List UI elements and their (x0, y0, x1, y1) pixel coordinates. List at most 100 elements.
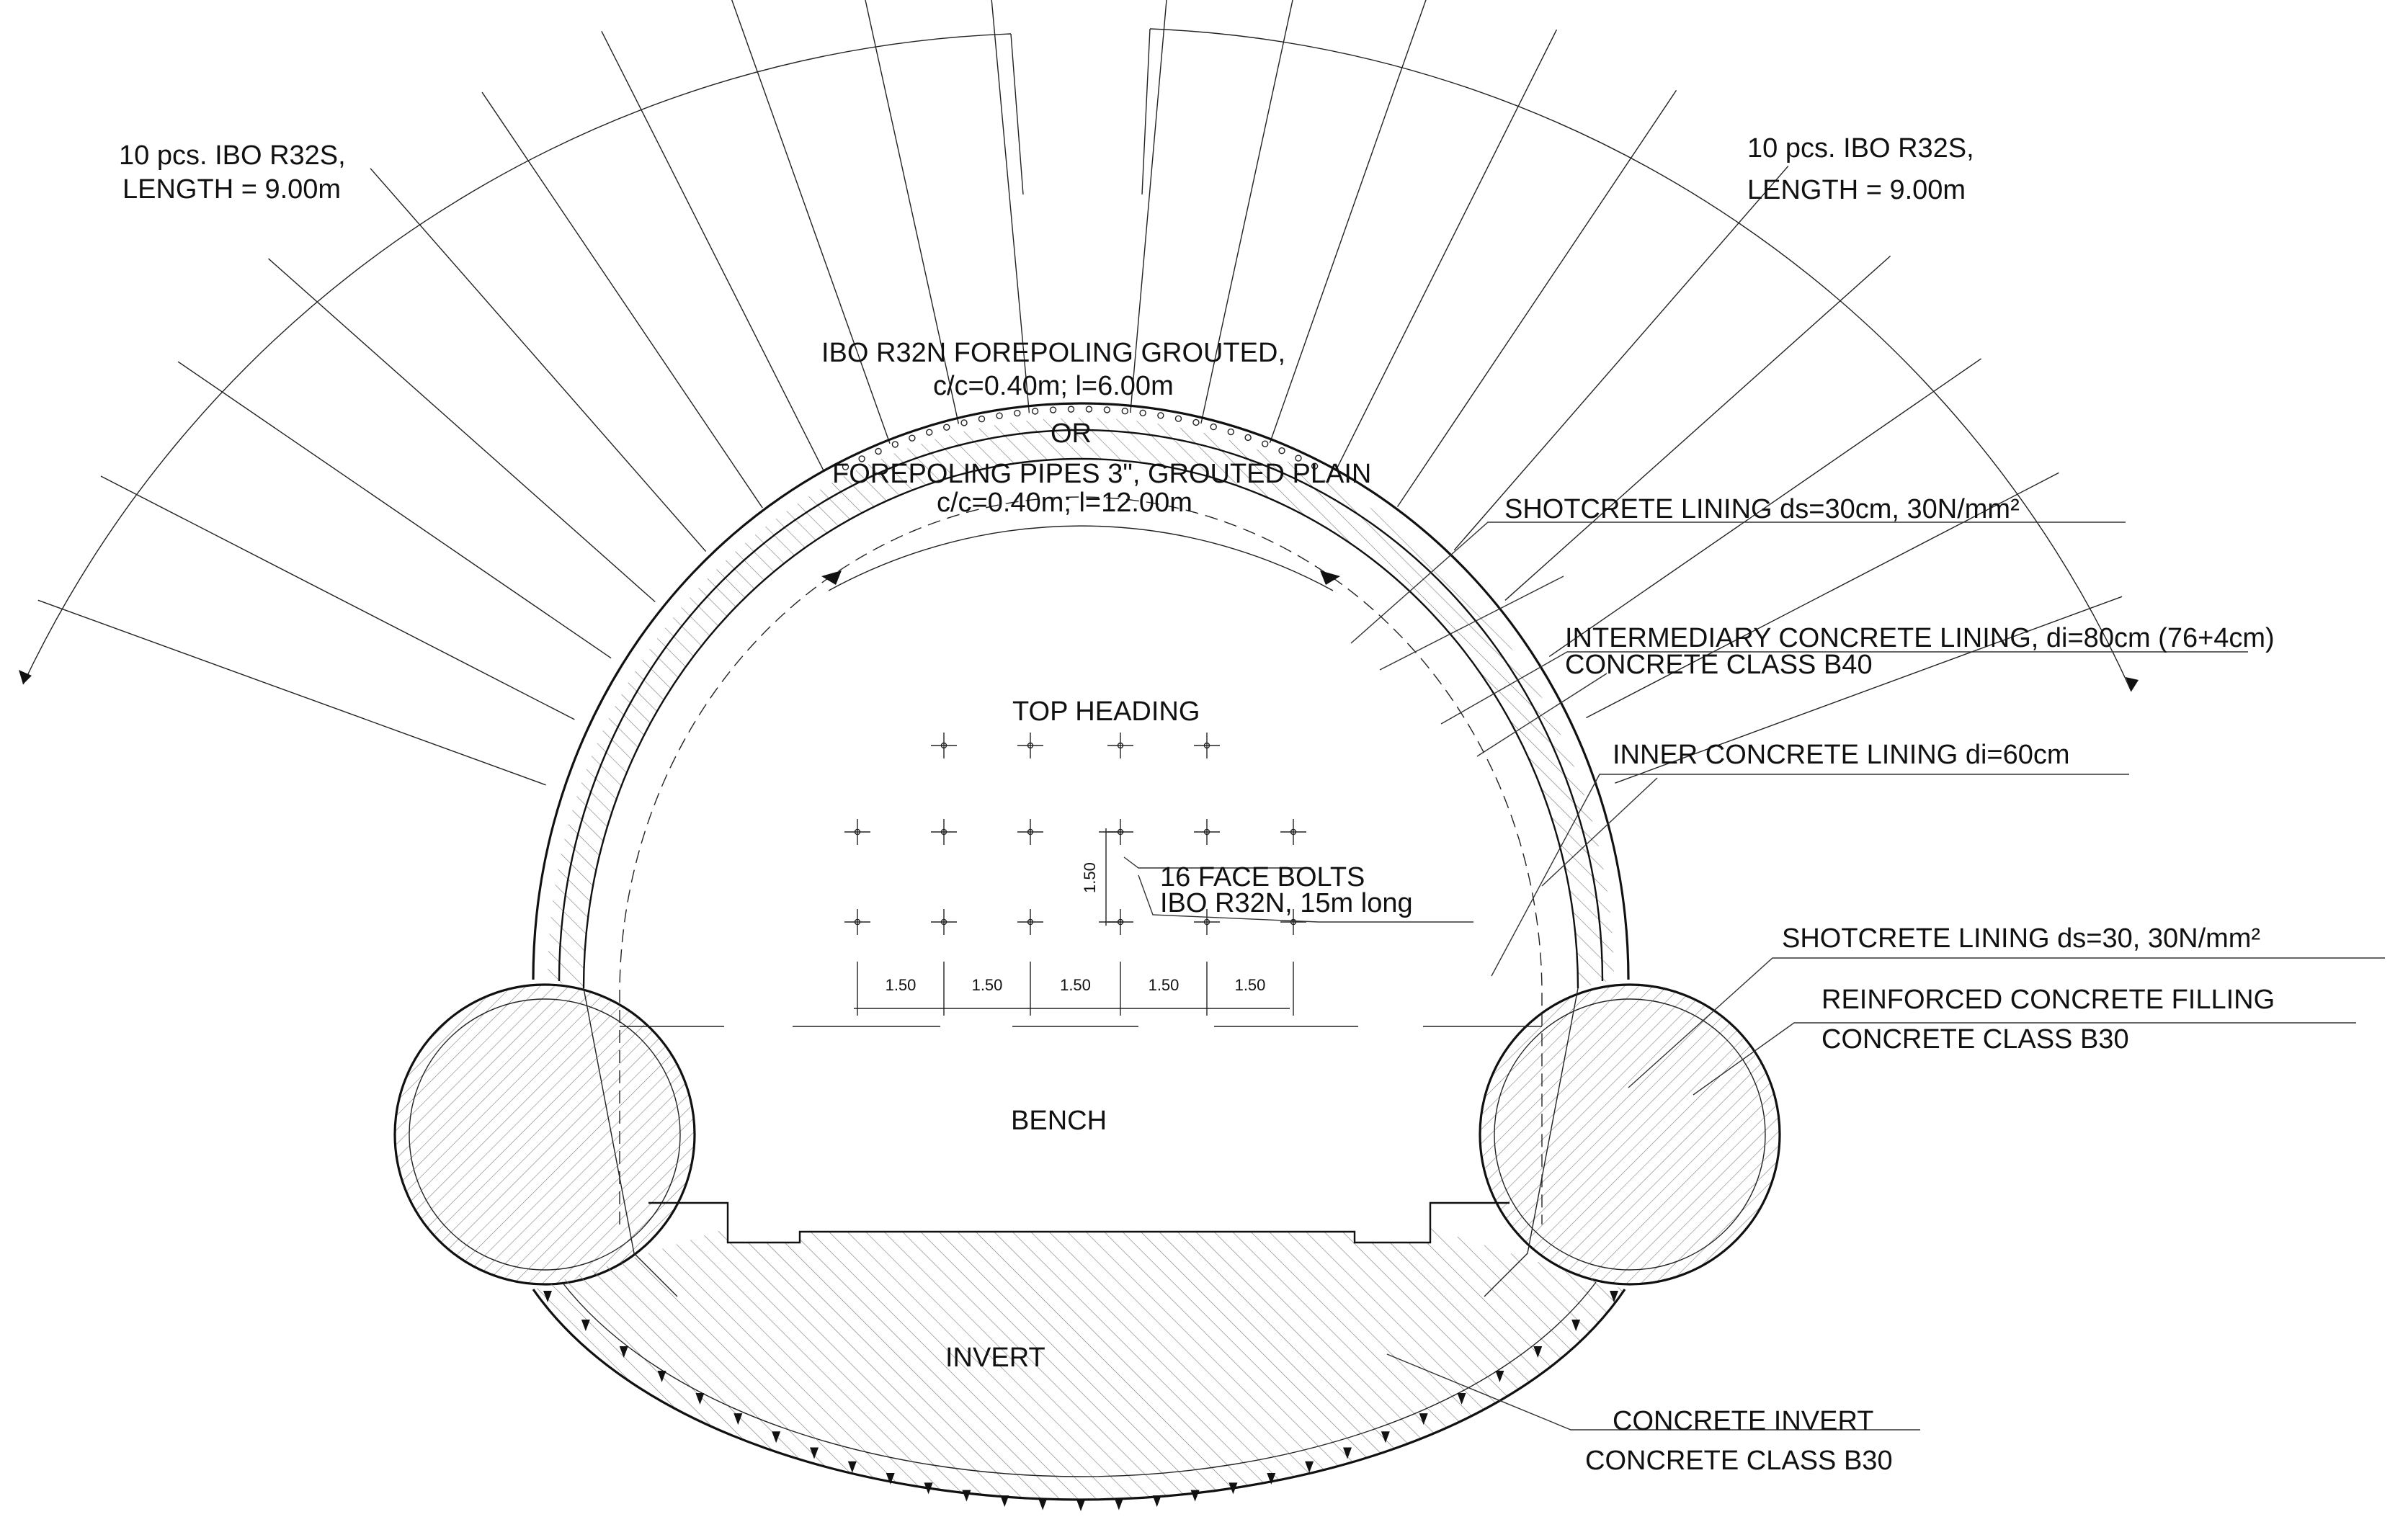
forepole (1121, 407, 1128, 415)
face-bolt (1194, 819, 1220, 845)
face-bolt (1194, 909, 1220, 935)
forepole (996, 412, 1003, 419)
forepole (842, 463, 850, 470)
anchor-envelope-left (22, 33, 1012, 685)
svg-text:OR: OR (1051, 418, 1092, 449)
svg-text:CONCRETE CLASS B30: CONCRETE CLASS B30 (1585, 1446, 1893, 1476)
arrowhead-left-bottom (19, 670, 32, 684)
svg-text:FOREPOLING PIPES 3", GROUTED P: FOREPOLING PIPES 3", GROUTED PLAIN (832, 459, 1371, 489)
svg-text:c/c=0.40m; l=12.00m: c/c=0.40m; l=12.00m (937, 488, 1192, 518)
invert-inner-line (561, 1281, 1597, 1477)
side-drift-left-fill (395, 985, 695, 1284)
inner-lining-dashed (619, 496, 1543, 1225)
forepole (1139, 409, 1146, 417)
invert-tooth (847, 1461, 857, 1473)
forepole (1227, 428, 1234, 436)
invert-tooth (1305, 1461, 1314, 1473)
face-bolt (844, 909, 870, 935)
invert-tooth (581, 1319, 590, 1331)
label-filling: REINFORCED CONCRETE FILLING CONCRETE CLA… (1821, 985, 2275, 1055)
excavation-line-left (583, 988, 678, 1297)
invert-tooth (1571, 1319, 1581, 1331)
invert-tick-marks (543, 1291, 1618, 1511)
forepole (1278, 447, 1285, 455)
forepoling-marks (842, 406, 1319, 470)
invert-tooth (924, 1482, 933, 1495)
svg-text:10 pcs. IBO R32S,: 10 pcs. IBO R32S, (119, 140, 346, 171)
svg-text:LENGTH = 9.00m: LENGTH = 9.00m (122, 174, 341, 205)
anchor-extent-line-left (1010, 33, 1024, 195)
face-bolt (1017, 909, 1043, 935)
svg-text:INTERMEDIARY CONCRETE LINING,: INTERMEDIARY CONCRETE LINING, di=80cm (7… (1565, 623, 2275, 653)
invert-tooth (695, 1393, 705, 1405)
invert-tooth (886, 1473, 895, 1485)
rock-anchor (37, 599, 546, 786)
forepole (926, 429, 933, 436)
invert-tooth (1610, 1291, 1618, 1302)
face-bolt (1107, 733, 1133, 758)
forepole (1157, 412, 1164, 419)
svg-text:IBO R32N FOREPOLING GROUTED,: IBO R32N FOREPOLING GROUTED, (821, 338, 1285, 368)
forepole (1244, 434, 1252, 442)
forepole (1049, 406, 1057, 413)
face-bolt (931, 819, 957, 845)
intermediary-lining-inner (582, 457, 1579, 989)
face-bolt (1280, 909, 1306, 935)
invert-tooth (962, 1490, 971, 1502)
face-bolt-dimension-chain (854, 962, 1294, 1016)
label-invert: INVERT (945, 1343, 1045, 1373)
rock-anchor (1548, 358, 1982, 657)
label-face-bolts: 16 FACE BOLTS IBO R32N, 15m long (1160, 862, 1413, 918)
label-forepoling: IBO R32N FOREPOLING GROUTED, c/c=0.40m; … (821, 338, 1371, 518)
svg-text:CONCRETE CLASS B30: CONCRETE CLASS B30 (1821, 1024, 2129, 1055)
forepole (943, 424, 950, 431)
face-bolt (931, 909, 957, 935)
invert-tooth (1381, 1431, 1390, 1443)
rock-anchor (601, 30, 825, 473)
rock-anchor (1130, 0, 1167, 413)
label-concrete-invert: CONCRETE INVERT CONCRETE CLASS B30 (1585, 1406, 1893, 1476)
face-bolt (1017, 819, 1043, 845)
side-drift-right-inner (1494, 998, 1766, 1271)
rock-anchor (865, 0, 960, 424)
rock-anchor (1504, 255, 1891, 601)
invert-tooth (657, 1370, 666, 1382)
forepoling-arc (828, 525, 1334, 591)
rock-anchor (370, 168, 707, 552)
forepole (1085, 406, 1093, 413)
face-bolt (1017, 733, 1043, 758)
label-anchors-left: 10 pcs. IBO R32S, LENGTH = 9.00m (119, 140, 346, 205)
bolt-spacing-label: 1.50 (886, 976, 917, 994)
forepole (1192, 418, 1200, 426)
rock-anchor (731, 0, 891, 444)
arrowhead-right-bottom (2126, 677, 2139, 691)
svg-text:CONCRETE INVERT: CONCRETE INVERT (1613, 1406, 1873, 1436)
side-drift-right-outer (1479, 983, 1781, 1286)
rock-anchor (1396, 90, 1677, 507)
rock-anchor (268, 258, 656, 603)
svg-text:c/c=0.40m; l=6.00m: c/c=0.40m; l=6.00m (933, 371, 1174, 401)
forepoling-arrow-left (821, 570, 842, 585)
invert-tooth (772, 1431, 781, 1443)
bench-floor-profile (648, 1201, 1510, 1244)
invert-fill (533, 1228, 1625, 1500)
forepole (1295, 455, 1302, 462)
label-anchors-right: 10 pcs. IBO R32S, LENGTH = 9.00m (1747, 133, 1974, 205)
face-bolt (1280, 819, 1306, 845)
forepole (1210, 423, 1217, 431)
invert-tooth (733, 1413, 743, 1425)
shotcrete-arch-inner (558, 429, 1604, 982)
face-bolt (931, 733, 957, 758)
invert-tooth (1533, 1346, 1543, 1358)
face-bolt (844, 819, 870, 845)
rock-anchor (1586, 472, 2059, 719)
bolt-spacing-label: 1.50 (1149, 976, 1180, 994)
invert-tooth (1000, 1495, 1009, 1508)
invert-tooth (1343, 1447, 1352, 1459)
invert-tooth (810, 1447, 819, 1459)
label-bench: BENCH (1011, 1106, 1107, 1136)
forepole (978, 415, 986, 423)
svg-text:LENGTH = 9.00m: LENGTH = 9.00m (1747, 175, 1966, 205)
forepole (1262, 440, 1269, 447)
